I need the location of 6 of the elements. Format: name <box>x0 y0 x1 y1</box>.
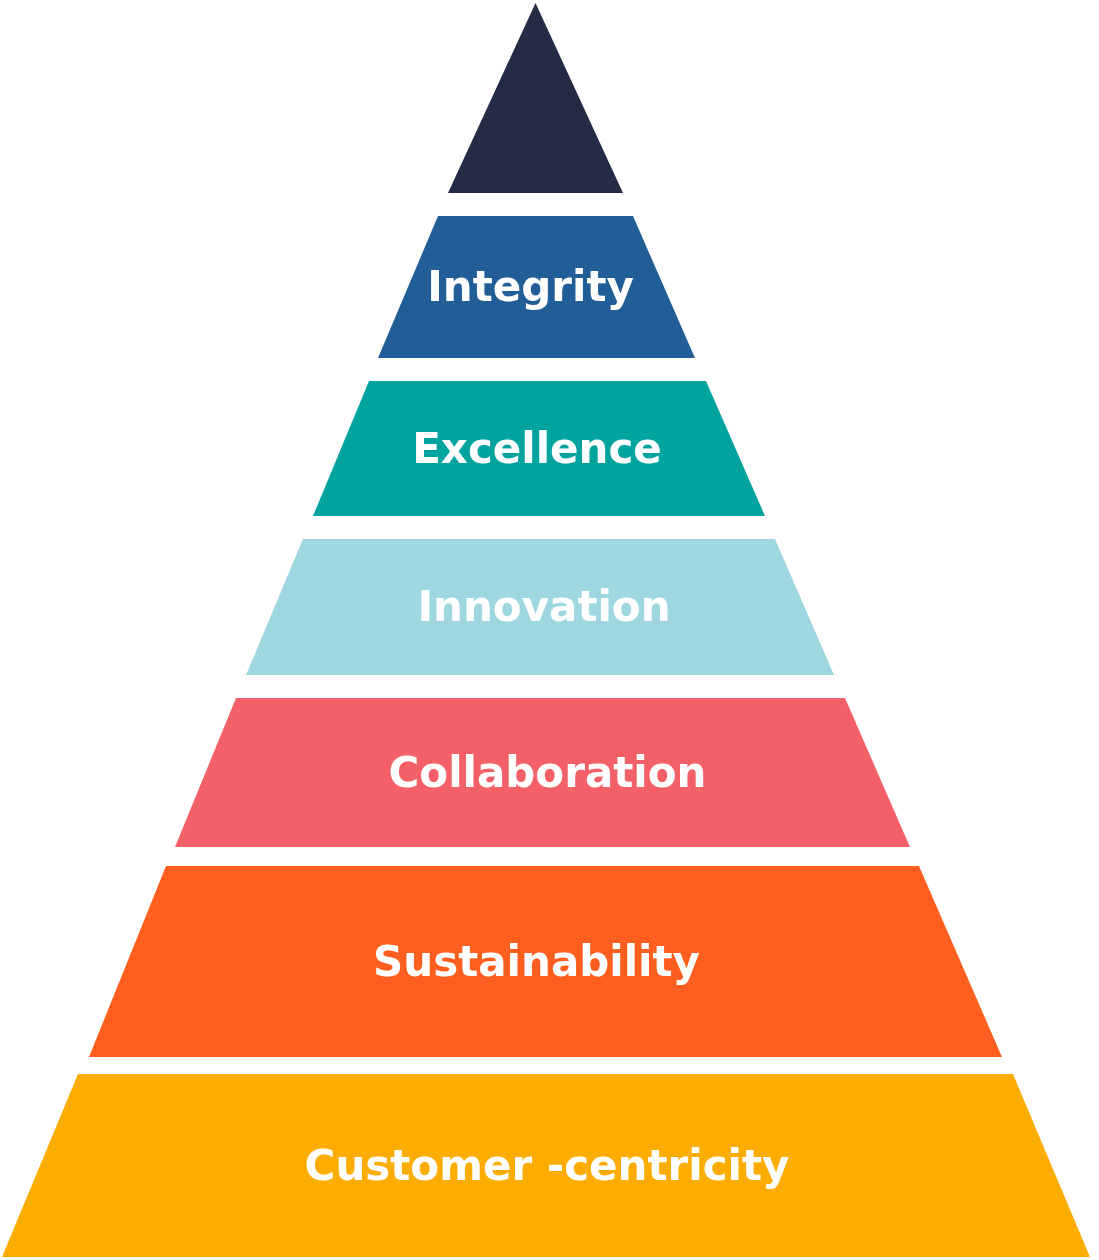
level-label: Collaboration <box>388 749 707 796</box>
level-label: Customer -centricity <box>304 1142 790 1189</box>
level-label: Innovation <box>417 583 671 631</box>
level-label: Integrity <box>427 263 634 311</box>
level-label: Excellence <box>412 425 662 472</box>
level-label: Sustainability <box>373 938 700 985</box>
